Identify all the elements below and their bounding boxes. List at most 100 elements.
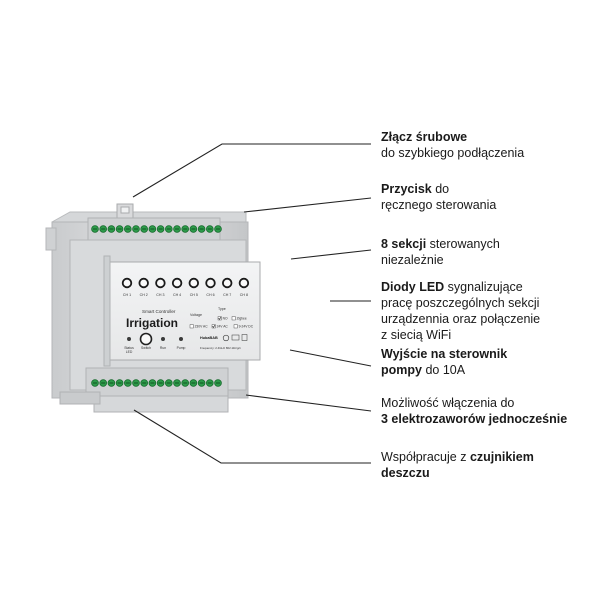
callout-bold-text: Złącz śrubowe [381,130,468,144]
callout-line: Wyjście na sterownik [381,346,507,362]
leader-line-button [243,197,372,213]
callout-text: sterowanych [426,237,500,251]
channel-label: CH 1 [123,293,131,297]
callout-line: urządzennia oraz połączenie [381,311,540,327]
control-label: Run [160,346,166,350]
channel-label-row: CH 1 CH 2 CH 3 CH 4 CH 5 CH 6 CH 7 CH 8 [123,293,248,297]
leader-line-valves [245,394,372,412]
callout-line: z siecią WiFi [381,327,540,343]
callout-bold-text: Diody LED [381,280,445,294]
callout-line: Złącz śrubowe [381,129,524,145]
leader-line-pump [289,349,372,367]
callout-text: z siecią WiFi [381,328,452,342]
type-option-label: Zigbee [237,317,247,321]
callout-bold-text: Przycisk [381,182,432,196]
callout-text: Współpracuje z [381,450,470,464]
voltage-checkbox [211,324,216,329]
callout-leds: Diody LED sygnalizujące pracę poszczególn… [381,279,540,343]
device-front-panel [109,261,261,361]
certification-mark-icon [222,334,230,342]
callout-line: deszczu [381,465,534,481]
channel-led-7 [221,277,233,289]
callout-terminals: Złącz śrubowe do szybkiego podłączenia [381,129,524,161]
voltage-option-label: 230V AC [195,325,209,329]
brand-text: HubaBAB [200,336,218,340]
callout-text: sygnalizujące [444,280,523,294]
voltage-option-list: 230V AC 24V AC 9-24V DC [189,324,254,329]
ce-mark-icon [231,334,240,341]
callout-text: do [431,182,450,196]
channel-led-6 [205,277,216,289]
type-checkbox [231,316,236,321]
callout-bold-text: deszczu [381,466,430,480]
channel-label: CH 7 [223,293,231,297]
channel-led-5 [188,277,200,289]
device-name-text: Irrigation [126,316,178,330]
channel-label: CH 3 [156,293,164,297]
callout-line: niezależnie [381,252,500,268]
channel-led-1 [121,277,133,289]
callout-line: Możliwość włączenia do [381,395,567,411]
recycle-bin-icon [241,334,248,341]
manual-switch-button[interactable] [139,332,153,346]
voltage-checkbox [189,324,194,329]
channel-led-3 [155,277,166,289]
callout-text: urządzennia oraz połączenie [381,312,541,326]
callout-text: do 10A [421,363,466,377]
callout-text: pracę poszczególnych sekcji [381,296,540,310]
callout-line: do szybkiego podłączenia [381,145,524,161]
brand-line-text: Smart Controller [142,309,176,314]
channel-label: CH 4 [173,293,181,297]
leader-line-rain [133,409,371,464]
callout-line: pompy do 10A [381,362,507,378]
control-label: LED [126,350,133,354]
channel-led-row [121,277,250,289]
type-title: Type [218,307,226,311]
channel-label: CH 8 [240,293,248,297]
channel-label: CH 6 [206,293,214,297]
channel-label: CH 2 [140,293,148,297]
callout-line: pracę poszczególnych sekcji [381,295,540,311]
type-checkbox [217,316,222,321]
control-label: Pump [177,346,186,350]
callout-line: 8 sekcji sterowanych [381,236,500,252]
channel-led-4 [171,277,183,289]
bottom-screw-terminals [91,379,222,387]
callout-bold-text: Wyjście na sterownik [381,347,508,361]
callout-text: Możliwość włączenia do [381,396,515,410]
callout-text: ręcznego sterowania [381,198,497,212]
type-option-label: NO [223,317,228,321]
callout-bold-text: pompy [381,363,422,377]
callout-line: 3 elektrozaworów jednocześnie [381,411,567,427]
voltage-option-label: 9-24V DC [239,325,254,329]
channel-led-8 [238,277,250,289]
leader-line-terminals [132,143,371,198]
control-label: Status [124,346,134,350]
callout-leader-lines [132,143,372,464]
callout-text: do szybkiego podłączenia [381,146,525,160]
channel-label: CH 5 [190,293,198,297]
voltage-option-label: 24V AC [217,325,229,329]
callout-line: ręcznego sterowania [381,197,496,213]
top-screw-terminals [91,225,222,233]
voltage-title: Voltage [190,313,202,317]
callout-text: niezależnie [381,253,444,267]
callout-line: Współpracuje z czujnikiem [381,449,534,465]
callout-line: Przycisk do [381,181,496,197]
type-option-list: NO Zigbee [217,316,247,321]
callout-bold-text: czujnikiem [469,450,534,464]
frequency-text: Frequency: 2.4GHz 802.11b/g/n [200,346,241,350]
control-label: Switch [141,346,151,350]
callout-bold-text: 8 sekcji [381,237,427,251]
pump-led [179,337,183,341]
status-led [127,337,131,341]
run-led [161,337,165,341]
channel-led-2 [138,277,149,289]
